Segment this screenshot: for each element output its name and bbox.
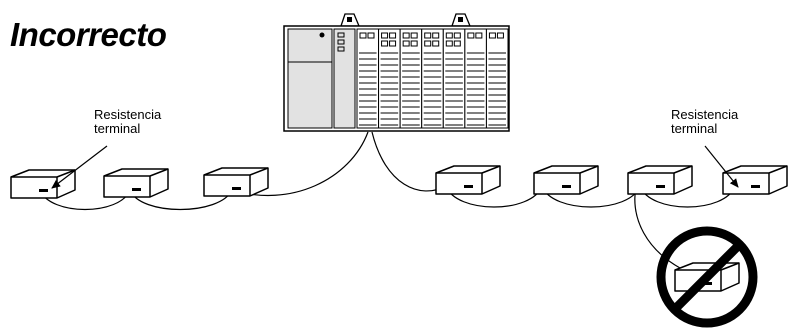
module-indicator	[445, 40, 453, 47]
module-indicator	[432, 40, 440, 47]
module-indicator	[467, 32, 475, 39]
network-node-icon	[627, 165, 693, 195]
module-indicator	[488, 32, 496, 39]
module-indicator	[359, 32, 367, 39]
module-indicator	[496, 32, 504, 39]
module-indicator	[389, 32, 397, 39]
right-terminator-label-line1: Resistencia	[671, 107, 739, 122]
right-terminator-label: Resistencia terminal	[671, 108, 738, 136]
prohibited-stub-device	[656, 226, 758, 328]
network-node-icon	[533, 165, 599, 195]
module-indicator	[381, 32, 389, 39]
module-indicator	[410, 32, 418, 39]
module-indicator	[410, 40, 418, 47]
module-indicator	[445, 32, 453, 39]
prohibited-icon	[656, 226, 758, 328]
module-indicator	[424, 32, 432, 39]
network-cable	[39, 131, 736, 269]
diagram-title: Incorrecto	[10, 16, 167, 53]
right-terminator-label-line2: terminal	[671, 121, 718, 136]
module-indicator	[453, 32, 461, 39]
left-terminator-label-line1: Resistencia	[94, 107, 162, 122]
module-indicator	[424, 40, 432, 47]
io-module-slots	[356, 28, 509, 129]
left-terminator-label-line2: terminal	[94, 121, 141, 136]
plc-chassis-icon	[283, 13, 510, 132]
module-indicator	[402, 32, 410, 39]
module-indicator	[367, 32, 375, 39]
right-terminator-arrow	[704, 145, 739, 188]
network-node-icon	[435, 165, 501, 195]
module-indicator	[402, 40, 410, 47]
network-node-icon	[203, 167, 269, 197]
module-indicator	[381, 40, 389, 47]
module-indicator	[389, 40, 397, 47]
network-node-icon	[103, 168, 169, 198]
io-module	[485, 28, 509, 129]
module-indicator	[432, 32, 440, 39]
left-terminator-arrow	[51, 145, 108, 189]
left-terminator-label: Resistencia terminal	[94, 108, 161, 136]
module-indicator	[453, 40, 461, 47]
module-indicator	[475, 32, 483, 39]
network-node-icon	[10, 169, 76, 199]
